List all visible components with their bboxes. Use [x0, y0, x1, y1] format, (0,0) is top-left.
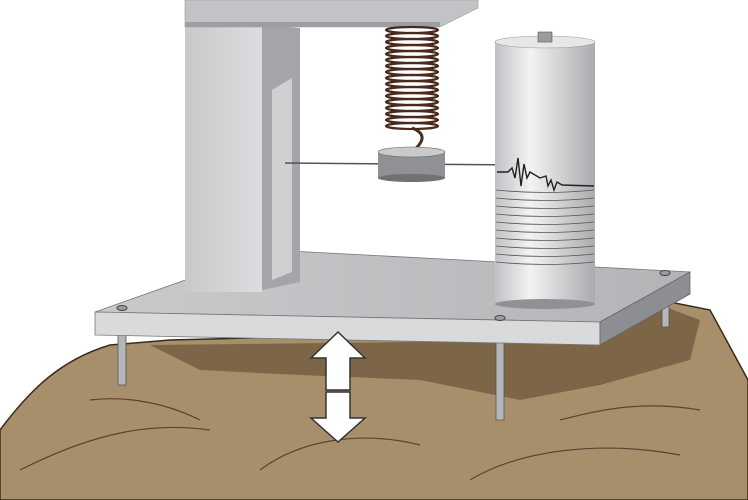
leg-front-left: [117, 329, 127, 386]
drum-paper-line: [495, 229, 595, 233]
drum-paper-line: [495, 245, 595, 249]
spring: [384, 25, 440, 131]
recording-drum: [494, 31, 596, 309]
drum-paper-line: [495, 189, 595, 193]
drum-spindle: [537, 31, 553, 43]
double-arrow-icon: [309, 330, 367, 444]
suspended-mass: [377, 146, 446, 182]
drum-paper-line: [495, 205, 595, 209]
leg-front-right: [495, 341, 505, 421]
base-plate: [94, 249, 692, 346]
drum-paper-line: [495, 237, 595, 241]
drum-paper-line: [495, 213, 595, 217]
drum-paper-line: [495, 261, 595, 265]
seismic-trace: [497, 157, 595, 193]
drum-paper-line: [495, 197, 595, 201]
bolt: [116, 305, 128, 311]
bolt: [659, 270, 671, 276]
bolt: [494, 315, 506, 321]
ground-rock: [0, 299, 748, 500]
drum-paper-line: [495, 221, 595, 225]
frame-column: [184, 0, 479, 292]
drum-paper-line: [495, 253, 595, 257]
